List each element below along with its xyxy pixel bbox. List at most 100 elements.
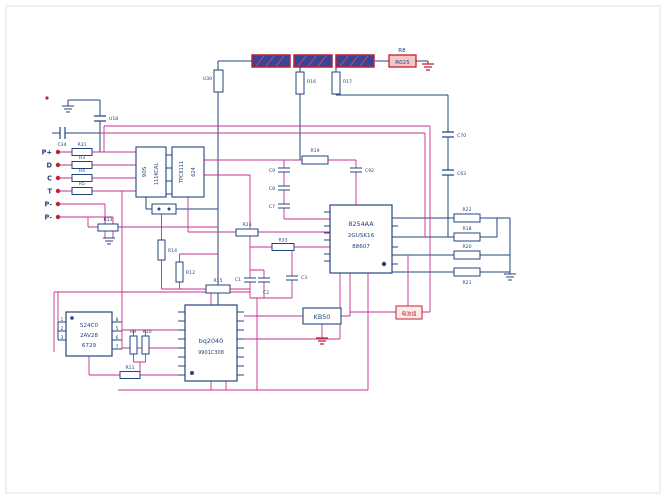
pin-label-c: C bbox=[47, 175, 52, 183]
resistor-R10-label: R10 bbox=[142, 329, 151, 335]
resistor-R23-label: R23 bbox=[242, 222, 251, 228]
ic-driver-line2: 111KCAL bbox=[154, 163, 160, 185]
resistor-R13-label: R13 bbox=[103, 217, 112, 223]
resistor-R11[interactable]: R11 bbox=[119, 365, 141, 379]
resistor-R10[interactable]: R10 bbox=[141, 329, 152, 355]
capacitor-C2[interactable]: C2 bbox=[258, 277, 270, 296]
capacitor-C9-label: C9 bbox=[269, 168, 275, 174]
resistor-R31[interactable]: R31 bbox=[71, 142, 93, 156]
resistor-R3-label: R3 bbox=[79, 155, 85, 161]
capacitor-C70[interactable]: C70 bbox=[442, 131, 466, 139]
ic-mosfet-line1: TPC8111 bbox=[179, 161, 185, 184]
ic-eeprom[interactable]: S24C0 2AV28 6729 8 5 6 7 1 2 3 bbox=[61, 311, 119, 357]
ic-eeprom-pin5: 5 bbox=[116, 326, 119, 332]
ic-eeprom-pin2: 2 bbox=[61, 326, 64, 332]
component-KB50-label: KB50 bbox=[314, 313, 331, 321]
resistor-R19[interactable]: R19 bbox=[301, 148, 329, 165]
component-U30[interactable]: U30 bbox=[203, 69, 224, 93]
resistor-R9-label: R9 bbox=[130, 329, 136, 335]
pin-label-p-minus1: P- bbox=[45, 201, 53, 209]
resistor-R12[interactable]: R12 bbox=[175, 261, 195, 283]
capacitor-C3-label: C3 bbox=[301, 275, 307, 281]
ground-symbol-pins bbox=[103, 237, 115, 245]
capacitor-C7[interactable]: C7 bbox=[269, 203, 290, 210]
resistor-R12-label: R12 bbox=[186, 270, 195, 276]
resistor-R5[interactable]: R5 bbox=[71, 181, 93, 195]
capacitor-C92[interactable]: C92 bbox=[350, 167, 374, 174]
capacitor-U18[interactable]: U18 bbox=[94, 115, 118, 122]
resistor-R23[interactable]: R23 bbox=[235, 222, 259, 237]
pin-label-d: D bbox=[47, 162, 53, 170]
capacitor-C1[interactable]: C1 bbox=[235, 277, 256, 283]
ic-eeprom-pin3: 3 bbox=[61, 335, 64, 341]
resistor-R4-label: R4 bbox=[79, 168, 85, 174]
crystal[interactable] bbox=[151, 203, 177, 215]
resistor-R8-ref: R8 bbox=[398, 48, 406, 54]
resistor-R16[interactable]: R16 bbox=[295, 71, 316, 95]
resistor-R9[interactable]: R9 bbox=[129, 329, 138, 355]
resistor-R21[interactable]: R21 bbox=[453, 267, 481, 286]
ic-gauge-line1: bq2040 bbox=[199, 337, 223, 345]
ic-eeprom-line3: 6729 bbox=[82, 343, 97, 349]
resistor-R15[interactable]: R15 bbox=[205, 278, 231, 294]
ic-eeprom-pin6: 6 bbox=[116, 335, 119, 341]
resistor-R4[interactable]: R4 bbox=[71, 168, 93, 182]
ic-eeprom-pin1-dot bbox=[70, 316, 74, 320]
red-annotation-text: 电池组 bbox=[401, 311, 416, 318]
capacitor-C9[interactable]: C9 bbox=[269, 167, 290, 174]
resistor-R3[interactable]: R3 bbox=[71, 155, 93, 169]
ground-symbol-topleft bbox=[62, 105, 74, 113]
capacitor-U18-label: U18 bbox=[109, 116, 118, 122]
capacitor-C8[interactable]: C8 bbox=[269, 185, 290, 192]
ic-mosfet-line2: 624 bbox=[191, 167, 197, 177]
ic-eeprom-line2: 2AV28 bbox=[80, 333, 98, 339]
pin-dot-d[interactable] bbox=[55, 162, 61, 168]
pin-dot-p-plus[interactable] bbox=[55, 149, 61, 155]
capacitor-C3[interactable]: C3 bbox=[286, 275, 307, 281]
capacitor-C63-label: C63 bbox=[457, 171, 466, 177]
resistor-R20[interactable]: R20 bbox=[453, 244, 481, 260]
resistor-R22[interactable]: R22 bbox=[453, 207, 481, 223]
ic-main-pin1-dot bbox=[381, 261, 387, 267]
ic-eeprom-pin8: 8 bbox=[116, 317, 119, 323]
capacitor-C34-label: C34 bbox=[57, 142, 66, 148]
pin-dot-t[interactable] bbox=[55, 188, 61, 194]
pin-label-p-plus: P+ bbox=[42, 149, 52, 157]
capacitor-C34[interactable]: C34 bbox=[57, 127, 67, 148]
pin-dot-p-minus2[interactable] bbox=[55, 214, 61, 220]
pin-dot-p-minus1[interactable] bbox=[55, 201, 61, 207]
ic-gauge-line2: 9901C308 bbox=[198, 350, 224, 356]
capacitor-C1-label: C1 bbox=[235, 277, 241, 283]
ic-eeprom-pin7: 7 bbox=[116, 344, 119, 350]
marker-dot bbox=[45, 96, 49, 100]
shunt-resistor-bar[interactable] bbox=[251, 54, 375, 68]
ic-main-line3: 88607 bbox=[352, 244, 370, 250]
pin-label-t: T bbox=[48, 188, 53, 196]
resistor-R14-label: R14 bbox=[168, 248, 177, 254]
ic-mosfet[interactable]: TPC8111 624 bbox=[171, 146, 205, 198]
ic-gauge-pin1-dot bbox=[190, 371, 194, 375]
crystal-dot-2 bbox=[167, 207, 171, 211]
component-U30-label: U30 bbox=[203, 76, 212, 82]
ground-symbol-right bbox=[504, 273, 516, 281]
resistor-R18[interactable]: R18 bbox=[453, 226, 481, 242]
resistor-R8[interactable]: R8 R025 bbox=[388, 48, 417, 68]
resistor-R11-label: R11 bbox=[125, 365, 134, 371]
ic-driver-line1: 90S bbox=[142, 166, 148, 177]
resistor-R13[interactable]: R13 bbox=[97, 217, 119, 232]
resistor-R33-label: R33 bbox=[278, 238, 287, 244]
ic-driver[interactable]: 90S 111KCAL bbox=[135, 146, 167, 198]
resistor-R17[interactable]: R17 bbox=[331, 71, 352, 95]
red-annotation-tag[interactable]: 电池组 bbox=[395, 305, 423, 320]
ic-gauge[interactable]: bq2040 9901C308 bbox=[184, 304, 238, 382]
ic-main[interactable]: 8254AA 2GUSK16 88607 bbox=[329, 204, 393, 274]
resistor-R33[interactable]: R33 bbox=[271, 238, 295, 251]
capacitor-C2-label: C2 bbox=[263, 290, 269, 296]
ground-symbol-kb50 bbox=[316, 337, 328, 345]
component-KB50[interactable]: KB50 bbox=[302, 307, 342, 325]
pin-dot-c[interactable] bbox=[55, 175, 61, 181]
capacitor-C63[interactable]: C63 bbox=[442, 169, 466, 177]
resistor-R14[interactable]: R14 bbox=[157, 239, 177, 261]
resistor-R17-label: R17 bbox=[343, 79, 352, 85]
ic-main-line2: 2GUSK16 bbox=[348, 233, 375, 239]
